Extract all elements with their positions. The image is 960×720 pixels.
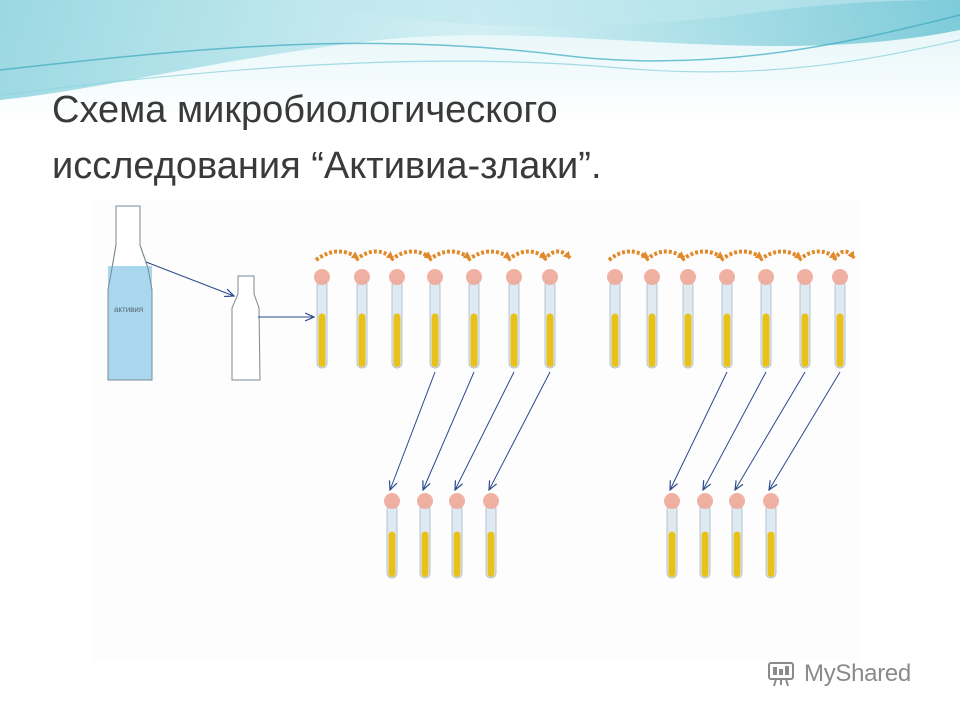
serial-transfer-arrow [389, 249, 433, 262]
culture-tubes-series-1 [384, 493, 499, 579]
serial-transfer-arrow [832, 249, 856, 262]
dilution-tube [832, 269, 848, 369]
dilution-tube [680, 269, 696, 369]
dilution-tubes-series-1 [314, 269, 558, 369]
dilution-tube [506, 269, 522, 369]
dilution-tubes-series-2 [607, 269, 848, 369]
slide-title-line-1: Схема микробиологического [52, 89, 558, 131]
serial-transfer-arrow [466, 249, 512, 262]
watermark: MyShared [766, 654, 911, 694]
culture-tube [483, 493, 499, 579]
dilution-tube [797, 269, 813, 369]
inoculation-line [489, 371, 551, 490]
inoculation-lines [390, 371, 841, 490]
dilution-tube [466, 269, 482, 369]
culture-tube [763, 493, 779, 579]
bottle-label: активия [114, 305, 143, 314]
inoculation-line [455, 371, 515, 490]
dilution-tube [758, 269, 774, 369]
inoculation-line [735, 371, 806, 490]
serial-transfer-arrow [354, 249, 395, 262]
serial-transfer-arrow [680, 249, 725, 262]
culture-tube [664, 493, 680, 579]
inoculation-line [769, 371, 841, 490]
culture-tube [417, 493, 433, 579]
product-bottle: активия [107, 205, 153, 381]
serial-transfer-arrow [427, 249, 472, 262]
dilution-tube [389, 269, 405, 369]
culture-tube [697, 493, 713, 579]
serial-transfer-arrow [758, 249, 803, 262]
slide-title-line-2: исследования “Активиа-злаки”. [52, 145, 602, 187]
serial-transfer-arrow [797, 249, 838, 262]
serial-transfer-arrow [314, 249, 360, 262]
serial-transfer-arrow [644, 249, 686, 262]
watermark-text: MyShared [804, 660, 911, 687]
dilution-tube [354, 269, 370, 369]
culture-tube [729, 493, 745, 579]
myshared-logo-icon [768, 662, 794, 687]
serial-transfer-arrows [314, 249, 856, 262]
dilution-tube [542, 269, 558, 369]
dilution-tube [607, 269, 623, 369]
slide-title: Схема микробиологического исследования “… [52, 82, 872, 194]
dilution-tube [719, 269, 735, 369]
inoculation-line [423, 371, 475, 490]
serial-transfer-arrow [506, 249, 548, 262]
serial-transfer-arrow [542, 249, 572, 262]
culture-tube [449, 493, 465, 579]
dilution-tube [644, 269, 660, 369]
dilution-tube [314, 269, 330, 369]
dilution-bottle [231, 275, 261, 381]
inoculation-line [390, 371, 436, 490]
inoculation-line [703, 371, 767, 490]
microbiology-scheme-diagram: активия [90, 200, 860, 662]
inoculation-line [670, 371, 728, 490]
transfer-line-bottle-to-dilution [145, 261, 234, 296]
header-wave-decoration [0, 0, 960, 120]
culture-tube [384, 493, 400, 579]
serial-transfer-arrow [607, 249, 650, 262]
culture-tubes-series-2 [664, 493, 779, 579]
dilution-tube [427, 269, 443, 369]
serial-transfer-arrow [719, 249, 764, 262]
